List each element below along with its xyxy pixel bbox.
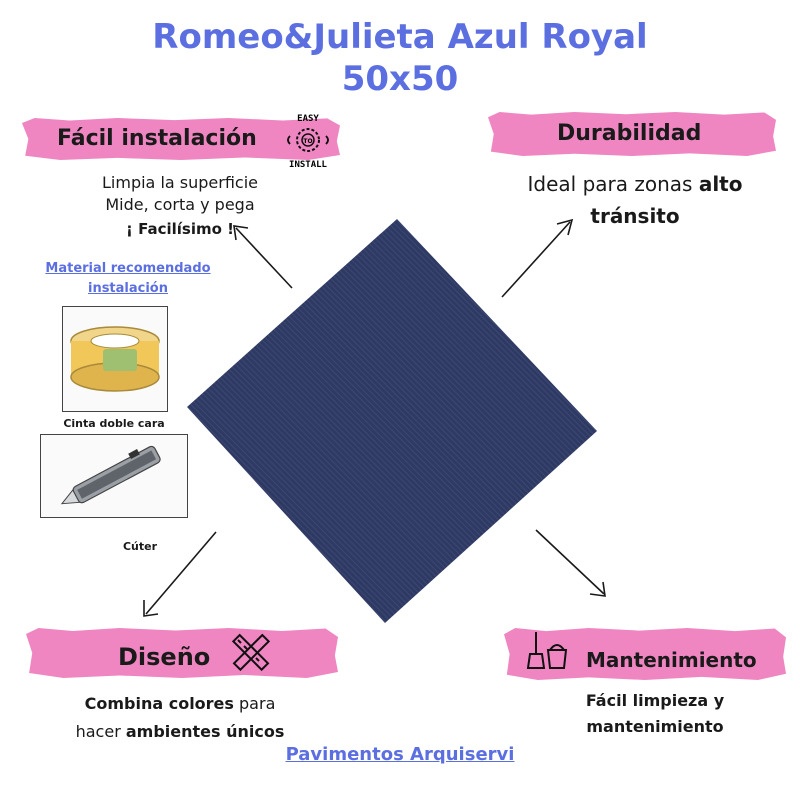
tape-photo	[62, 306, 168, 412]
ruler-pencil-icon	[228, 630, 274, 674]
design-text: Combina colores para hacer ambientes úni…	[75, 694, 285, 741]
svg-text:TO: TO	[303, 138, 312, 145]
durability-text: Ideal para zonas alto tránsito	[527, 172, 743, 228]
cutter-caption: Cúter	[122, 540, 158, 553]
svg-text:INSTALL: INSTALL	[289, 160, 328, 170]
maintenance-text: Fácil limpieza y mantenimiento	[585, 691, 725, 736]
install-step-2: Mide, corta y pega	[105, 195, 255, 214]
durability-banner	[488, 112, 776, 156]
design-banner	[26, 628, 338, 678]
install-banner	[22, 118, 340, 160]
product-size: 50x50	[341, 59, 459, 99]
durability-heading: Durabilidad	[557, 121, 702, 146]
svg-text:EASY: EASY	[297, 114, 319, 124]
cleaning-bucket-icon	[526, 628, 572, 674]
install-heading: Fácil instalación	[57, 126, 257, 151]
design-heading: Diseño	[118, 643, 211, 671]
install-step-3: ¡ Facilísimo !	[126, 220, 234, 238]
install-step-1: Limpia la superficie	[102, 173, 258, 192]
maintenance-banner	[504, 628, 786, 680]
easy-install-icon: EASY TO INSTALL	[278, 110, 338, 170]
maintenance-heading: Mantenimiento	[586, 648, 757, 672]
tape-caption: Cinta doble cara	[63, 417, 165, 430]
footer-link[interactable]: Pavimentos Arquiservi	[285, 744, 515, 765]
cutter-photo	[40, 434, 188, 518]
product-title: Romeo&Julieta Azul Royal	[152, 17, 648, 57]
carpet-tile	[187, 219, 597, 623]
materials-link[interactable]: Material recomendado instalación	[45, 261, 211, 296]
